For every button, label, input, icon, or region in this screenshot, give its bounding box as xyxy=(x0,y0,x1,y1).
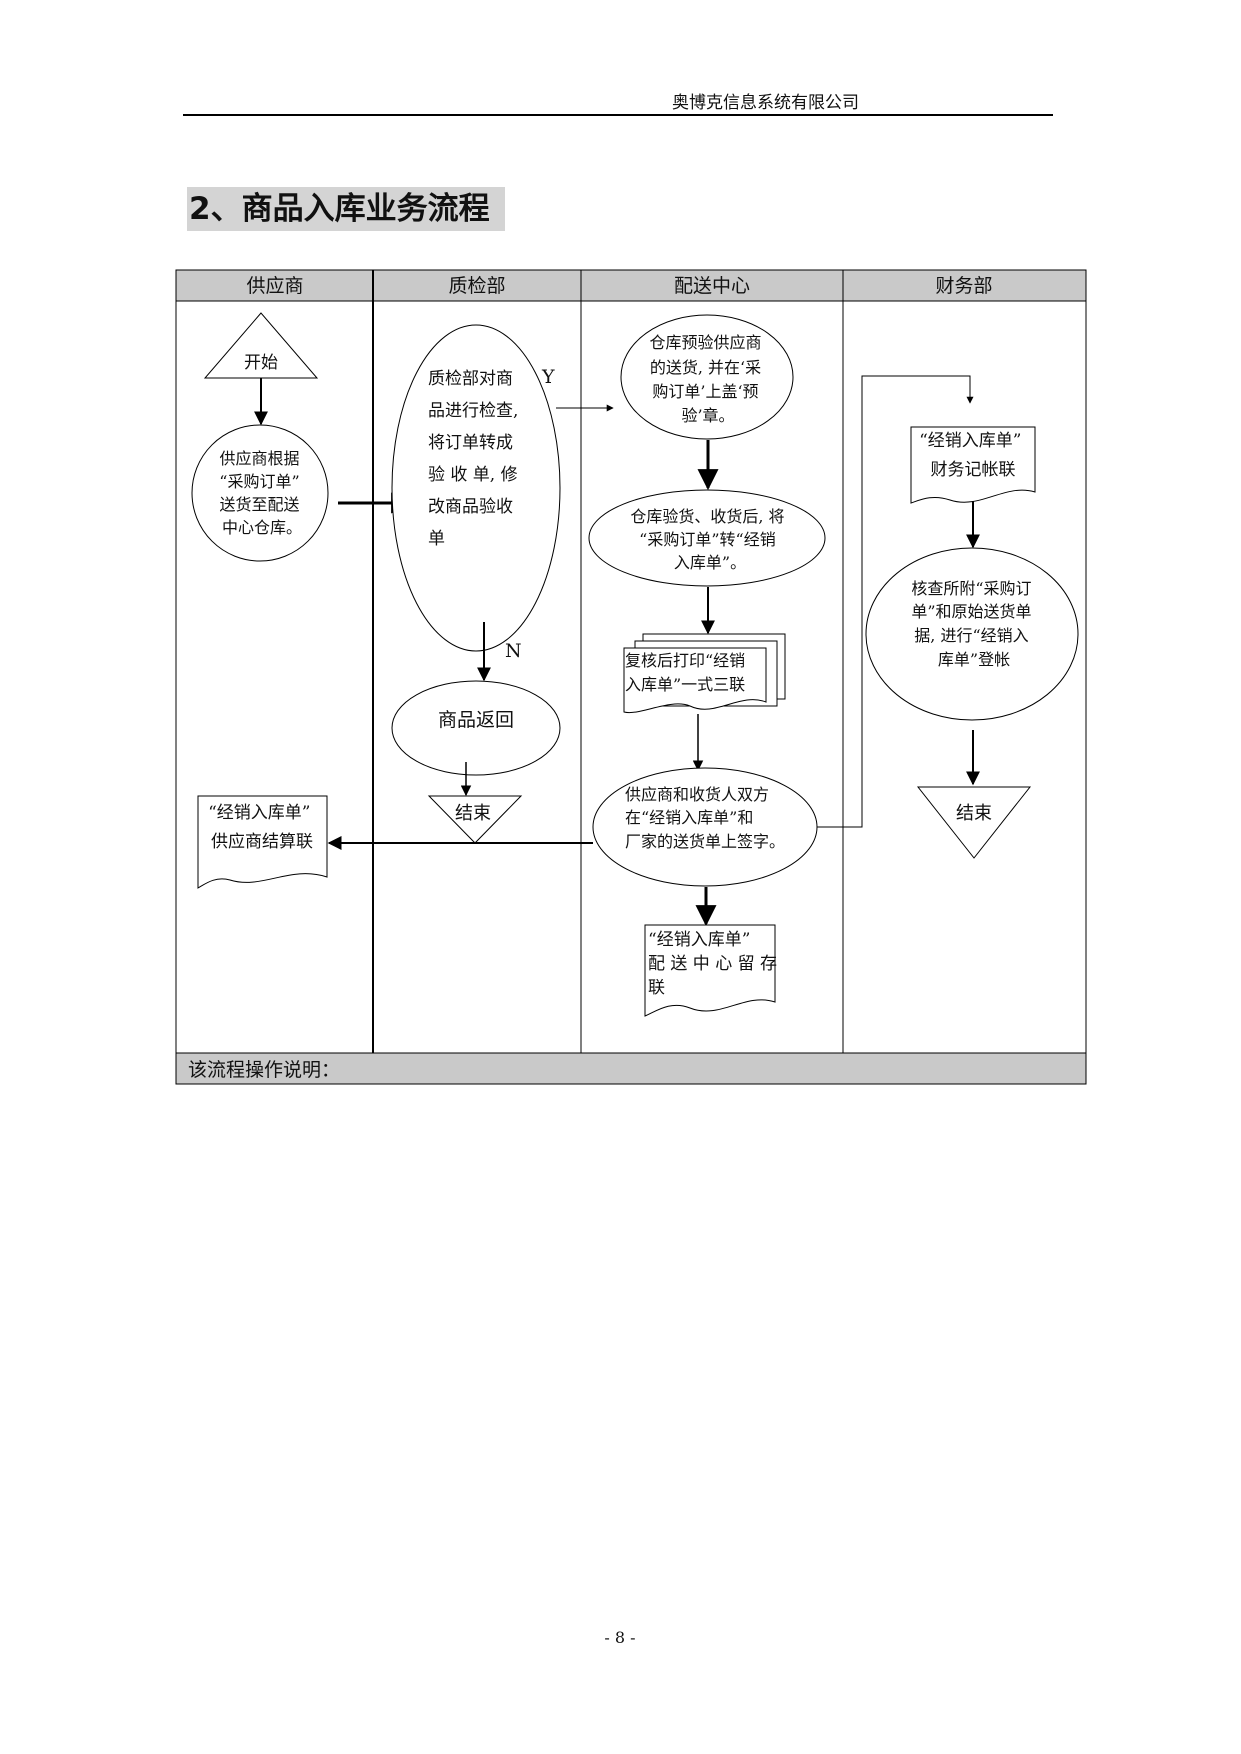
qc-check-text: 质检部对商 品进行检查, 将订单转成 验 收 单, 修 改商品验收 单 xyxy=(428,369,524,549)
receive-node xyxy=(588,489,826,587)
fin-check-node xyxy=(865,547,1079,721)
qc-check-node xyxy=(391,324,561,652)
supplier-copy-doc xyxy=(197,795,328,889)
pre-inspect-text: 仓库预验供应商 的送货, 并在‘采 购订单’上盖‘预 验’章。 xyxy=(649,333,766,425)
footer-note: 该流程操作说明： xyxy=(188,1059,340,1081)
lane-label-finance: 财务部 xyxy=(935,275,992,297)
fin-end-label: 结束 xyxy=(956,803,992,824)
lane-label-supplier: 供应商 xyxy=(246,275,303,297)
receive-text: 仓库验货、收货后, 将 “采购订单”转“经销 入库单”。 xyxy=(630,507,789,572)
supplier-send-text: 供应商根据 “采购订单” 送货至配送 中心仓库。 xyxy=(219,449,304,537)
pre-inspect-node xyxy=(620,314,794,440)
company-name: 奥博克信息系统有限公司 xyxy=(672,93,859,113)
qc-end-triangle xyxy=(427,795,523,844)
goods-return-node xyxy=(391,680,561,776)
print-text: 复核后打印“经销 入库单”一式三联 xyxy=(625,651,750,694)
qc-yes-label: Y xyxy=(541,366,555,388)
qc-no-label: N xyxy=(505,640,522,662)
fin-copy-doc xyxy=(910,426,1036,504)
fin-check-text: 核查所附“采购订 单”和原始送货单 据, 进行“经销入 库单”登帐 xyxy=(911,579,1036,669)
dc-copy-doc xyxy=(644,924,776,1017)
dc-copy-text: “经销入库单” 配 送 中 心 留 存 联 xyxy=(648,930,782,998)
goods-return-text: 商品返回 xyxy=(438,709,514,731)
fin-copy-text: “经销入库单” 财务记帐联 xyxy=(919,431,1027,480)
supplier-copy-text: “经销入库单” 供应商结算联 xyxy=(208,803,316,852)
start-label: 开始 xyxy=(244,353,278,373)
lane-label-distribution: 配送中心 xyxy=(674,275,750,297)
lane-footer-row xyxy=(175,1052,1087,1085)
page-number: - 8 - xyxy=(604,1628,636,1647)
print-doc xyxy=(623,647,767,714)
sign-text: 供应商和收货人双方 在“经销入库单”和 厂家的送货单上签字。 xyxy=(625,785,785,851)
qc-end-label: 结束 xyxy=(455,803,491,824)
fin-end-triangle xyxy=(916,786,1032,859)
lane-header-row xyxy=(175,269,1087,302)
lane-label-qc: 质检部 xyxy=(448,275,505,297)
header-rule xyxy=(183,114,1053,116)
edge-sign-to-finance xyxy=(817,375,974,828)
page-title: 2、商品入库业务流程 xyxy=(187,187,505,231)
supplier-send-node xyxy=(191,424,329,562)
